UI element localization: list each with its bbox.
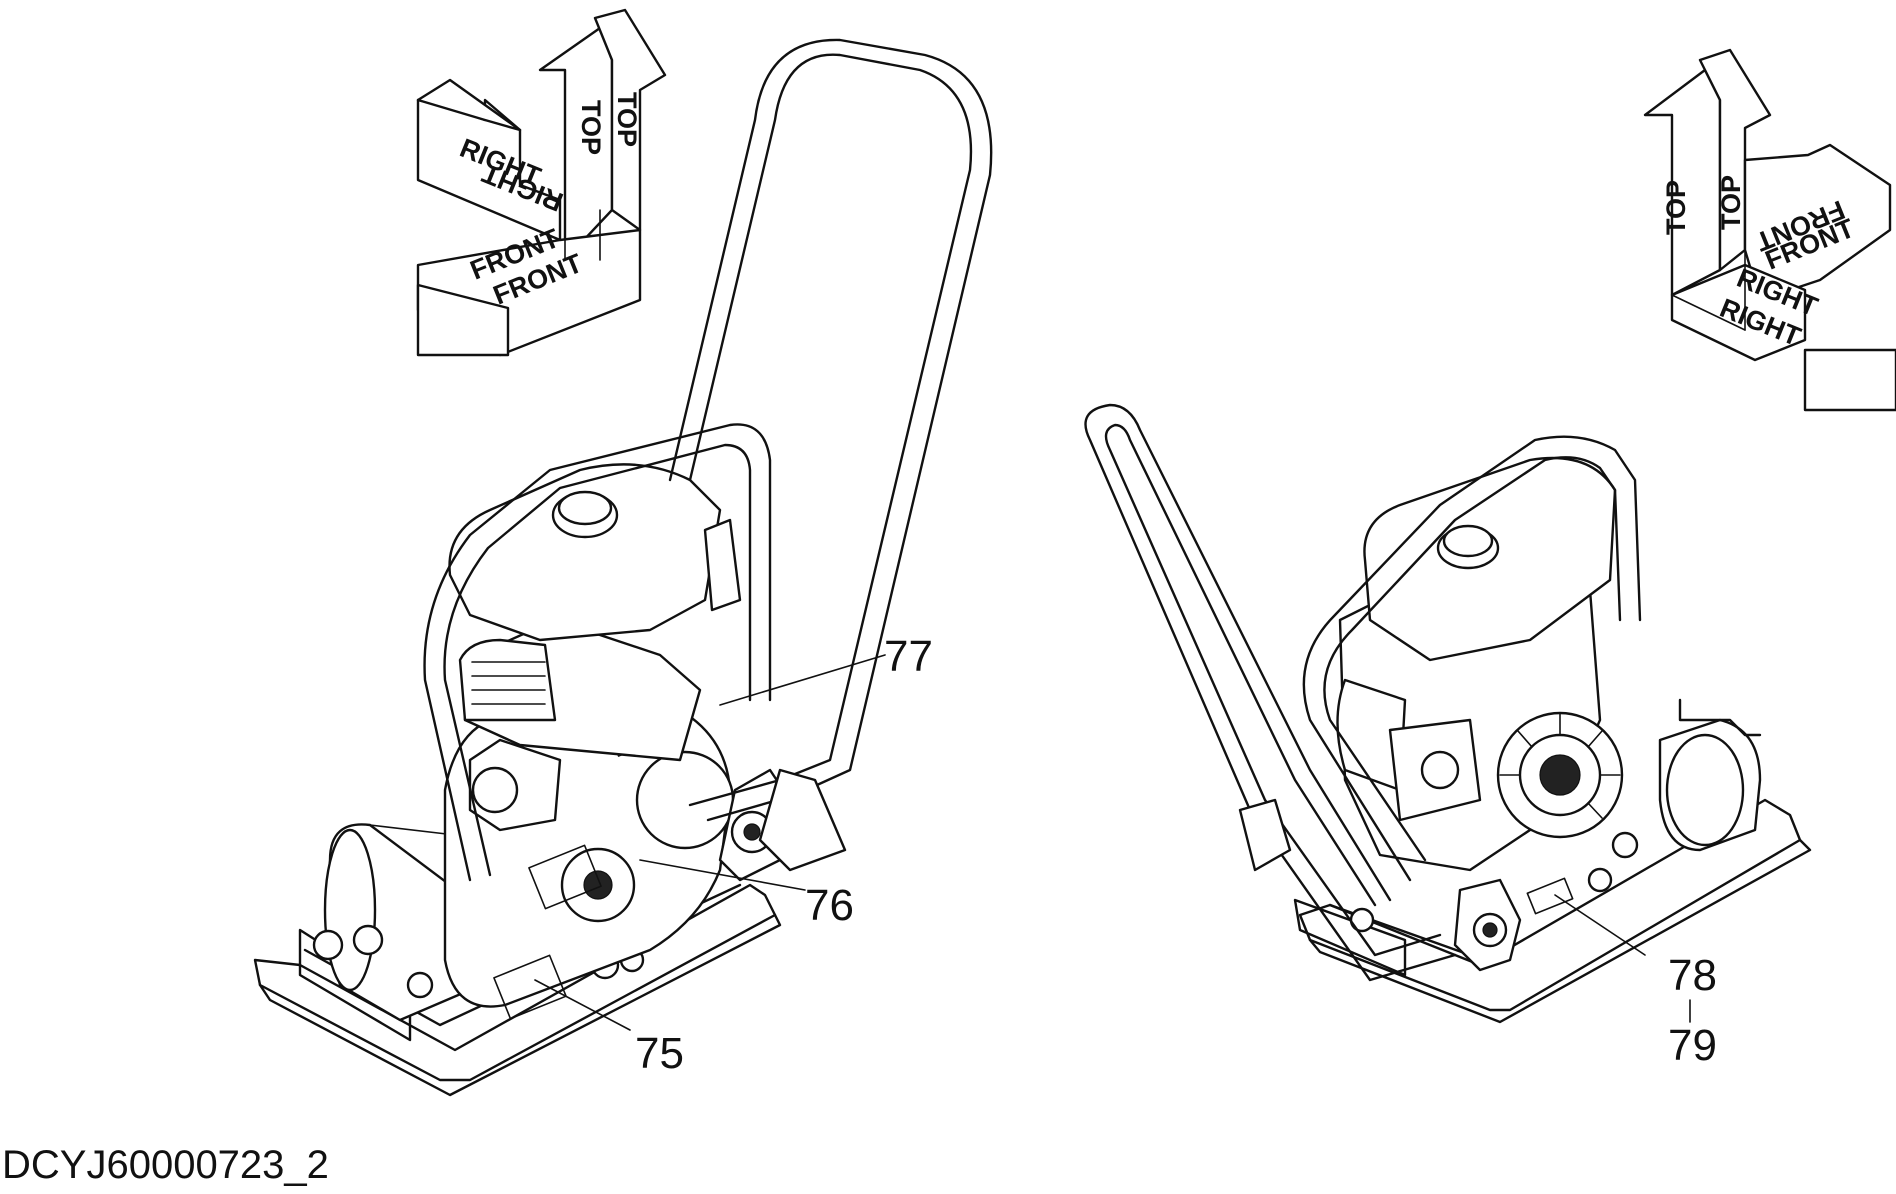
callout-leaders [534, 654, 1691, 1031]
callout-76: 76 [805, 881, 854, 930]
starter-ribs [1499, 712, 1621, 819]
callout-78: 78 [1668, 951, 1717, 1000]
axis-label-top: TOP [1661, 180, 1691, 235]
orientation-cube-left: TOP TOP RIGHT RIGHT FRONT FRONT [416, 8, 667, 357]
axis-label-top-mirror: TOP [612, 92, 642, 147]
engine-cooling-fins [471, 661, 546, 705]
drawing-code: DCYJ60000723_2 [2, 1143, 329, 1187]
plate-compactor-left-view [253, 38, 993, 1097]
callout-77: 77 [884, 632, 933, 681]
callout-79: 79 [1668, 1021, 1717, 1070]
callout-75: 75 [635, 1029, 684, 1078]
plate-compactor-right-view [1084, 403, 1812, 1024]
axis-label-top-mirror: TOP [1716, 175, 1746, 230]
orientation-cube-right: TOP TOP FRONT FRONT RIGHT RIGHT [1643, 48, 1896, 412]
axis-label-top: TOP [576, 100, 606, 155]
